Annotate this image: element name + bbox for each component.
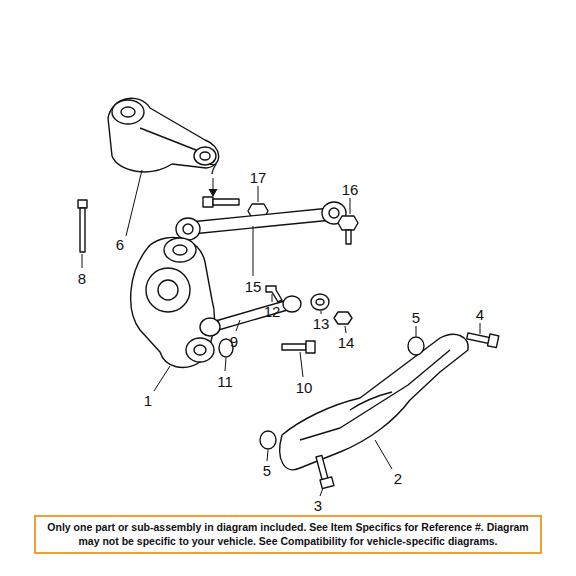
notice-banner: Only one part or sub-assembly in diagram…: [34, 515, 542, 554]
callout-number: 5: [412, 310, 420, 325]
bolt: [316, 455, 334, 488]
knuckle: [131, 237, 215, 367]
callout-number: 11: [217, 374, 233, 389]
bolt: [338, 216, 358, 244]
callout-number: 15: [245, 279, 262, 294]
callout-number: 4: [476, 307, 484, 322]
callout-number: 9: [230, 334, 238, 349]
callout-number: 17: [250, 170, 267, 185]
upper-control-arm: [108, 98, 219, 172]
leader-lines: [82, 170, 480, 496]
lateral-link: [176, 202, 346, 240]
callout-number: 1: [144, 393, 152, 408]
toe-link: [200, 296, 301, 336]
bushing: [260, 431, 276, 449]
callout-number: 2: [394, 471, 402, 486]
bolt: [78, 200, 87, 252]
callout-number: 5: [263, 463, 271, 478]
bolt: [203, 197, 239, 207]
notice-text: Only one part or sub-assembly in diagram…: [44, 521, 532, 548]
nut: [334, 312, 352, 324]
bolt: [266, 286, 282, 302]
bolt: [282, 341, 315, 353]
callout-number: 13: [313, 316, 330, 331]
washer: [311, 294, 329, 310]
lower-control-arm: [280, 334, 468, 469]
callout-number: 16: [342, 182, 359, 197]
bushing: [408, 337, 424, 355]
callout-number: 6: [116, 237, 124, 252]
callout-number: 10: [296, 380, 313, 395]
callout-number: 7: [209, 161, 217, 176]
callout-number: 12: [264, 304, 281, 319]
callout-number: 8: [78, 271, 86, 286]
bolt: [467, 333, 499, 348]
callout-number: 14: [338, 335, 355, 350]
callout-number: 3: [314, 498, 322, 513]
